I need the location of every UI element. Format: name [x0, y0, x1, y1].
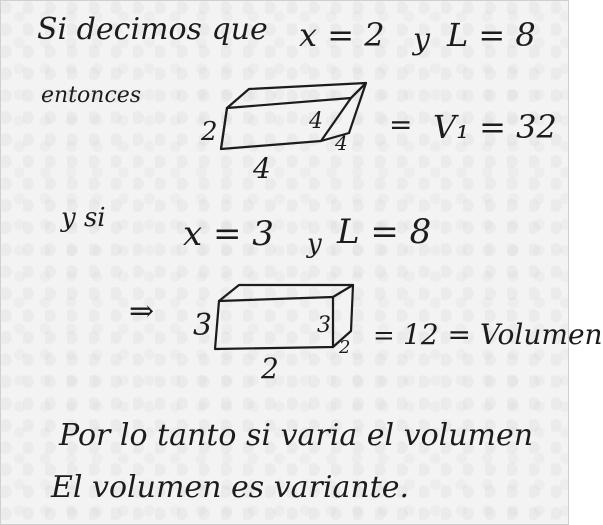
- box1-bottom-label: 4: [253, 152, 271, 185]
- conclusion-line-1: Por lo tanto si varia el volumen: [59, 418, 534, 453]
- condition-l-8-2: L = 8: [337, 212, 432, 252]
- box1-equals: =: [389, 108, 413, 141]
- condition-x-2: x = 2: [299, 16, 385, 54]
- box2-inner-label: 3: [317, 313, 331, 338]
- intro-text: Si decimos que: [37, 12, 268, 47]
- conjunction-y-2: y: [307, 229, 322, 259]
- condition-l-8: L = 8: [447, 16, 536, 54]
- box2-volume-result: 12 = Volumen: [403, 318, 603, 351]
- implies-arrow: ⇒: [129, 294, 155, 329]
- box2-right-label: 2: [339, 337, 351, 358]
- box1-front-side-label: 4: [309, 109, 323, 134]
- box1-sketch: [219, 81, 368, 151]
- conclusion-line-2: El volumen es variante.: [51, 470, 410, 505]
- box2-bottom-label: 2: [261, 352, 279, 385]
- box1-volume-result: V₁ = 32: [433, 108, 557, 146]
- box1-right-label: 4: [335, 131, 348, 155]
- box2-sketch: [213, 283, 355, 351]
- box2-left-label: 3: [193, 308, 213, 343]
- condition-x-3: x = 3: [183, 214, 274, 254]
- conjunction-y: y: [413, 22, 430, 57]
- entonces-text: entonces: [41, 83, 142, 108]
- box2-equals: =: [373, 321, 395, 351]
- y-si-text: y si: [61, 203, 106, 233]
- box1-left-label: 2: [201, 117, 218, 147]
